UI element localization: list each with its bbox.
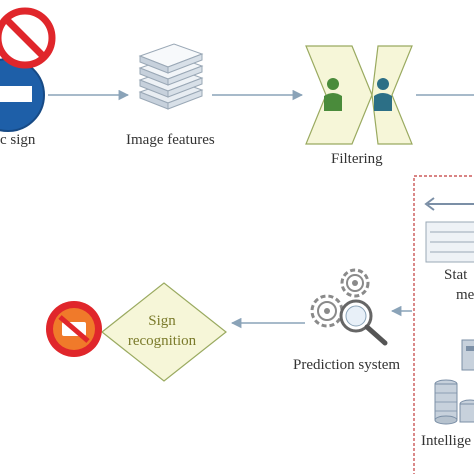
database-icon	[461, 339, 474, 371]
filtering-funnel-icon	[305, 45, 413, 145]
statistical-model-label-line1: Stat	[444, 267, 468, 283]
sign-recognition-label-line2: recognition	[127, 333, 197, 349]
statistical-model-icon	[424, 197, 474, 263]
statistical-model-label-line2: me	[456, 287, 474, 303]
model-dashed-box	[413, 175, 474, 474]
intelligent-label: Intellige	[421, 433, 471, 449]
document-stack-icon	[138, 43, 204, 110]
prediction-system-label: Prediction system	[293, 357, 401, 373]
coin-stack-icon	[434, 379, 474, 425]
no-entry-sign-icon	[0, 7, 56, 69]
image-features-label: Image features	[126, 132, 215, 148]
person-icon	[374, 78, 392, 111]
gears-magnifier-icon	[310, 268, 388, 346]
filtering-label: Filtering	[331, 151, 383, 167]
traffic-sign-label: c sign	[0, 132, 36, 148]
sign-recognition-diamond	[101, 282, 227, 382]
no-entry-sign-icon	[46, 301, 102, 357]
sign-recognition-label-line1: Sign	[148, 313, 176, 329]
traffic-sign-icon	[0, 7, 56, 132]
person-icon	[324, 78, 342, 111]
